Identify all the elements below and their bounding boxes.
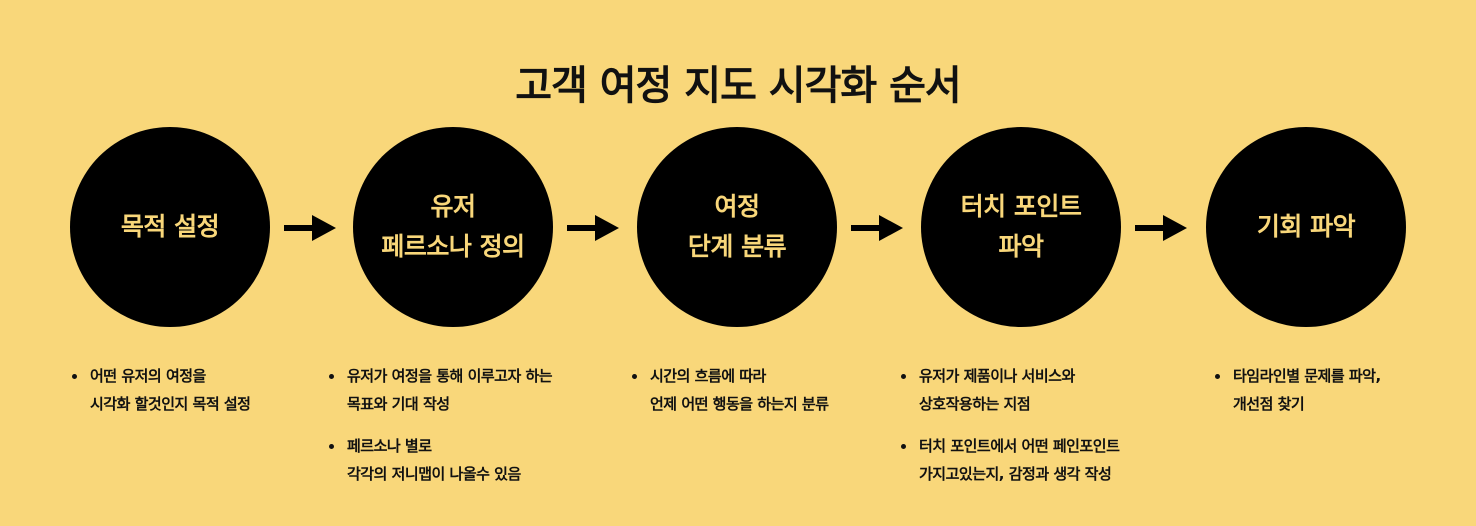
list-item: 유저가 제품이나 서비스와 상호작용하는 지점 xyxy=(899,362,1119,418)
description-line: 어떤 유저의 여정을 xyxy=(90,367,206,385)
step-5-description: 타임라인별 문제를 파악, 개선점 찾기 xyxy=(1213,362,1381,432)
step-2-circle: 유저 페르소나 정의 xyxy=(353,127,553,327)
arrow-right-icon xyxy=(1135,215,1187,241)
step-1-label: 목적 설정 xyxy=(120,207,220,247)
step-3-label-line-1: 여정 xyxy=(714,192,760,221)
step-3-circle: 여정 단계 분류 xyxy=(637,127,837,327)
list-item: 어떤 유저의 여정을 시각화 할것인지 목적 설정 xyxy=(70,362,251,418)
step-5-label: 기회 파악 xyxy=(1256,207,1356,247)
description-line: 터치 포인트에서 어떤 페인포인트 xyxy=(919,437,1120,455)
description-line: 가지고있는지, 감정과 생각 작성 xyxy=(919,465,1112,483)
step-4-label-line-2: 파악 xyxy=(998,232,1044,261)
description-line: 시간의 흐름에 따라 xyxy=(650,367,766,385)
step-5-circle: 기회 파악 xyxy=(1206,127,1406,327)
step-4-description: 유저가 제품이나 서비스와 상호작용하는 지점 터치 포인트에서 어떤 페인포인… xyxy=(899,362,1120,502)
description-line: 개선점 찾기 xyxy=(1233,395,1305,413)
step-1-label-line-1: 목적 설정 xyxy=(120,212,220,241)
step-3-label-line-2: 단계 분류 xyxy=(687,232,787,261)
step-2-label: 유저 페르소나 정의 xyxy=(381,187,525,267)
list-item: 타임라인별 문제를 파악, 개선점 찾기 xyxy=(1213,362,1381,418)
step-1-description: 어떤 유저의 여정을 시각화 할것인지 목적 설정 xyxy=(70,362,251,432)
step-1-circle: 목적 설정 xyxy=(70,127,270,327)
description-line: 타임라인별 문제를 파악, xyxy=(1233,367,1381,385)
step-4-label: 터치 포인트 파악 xyxy=(961,187,1082,267)
description-line: 페르소나 별로 xyxy=(347,437,432,455)
description-line: 각각의 저니맵이 나올수 있음 xyxy=(347,465,521,483)
description-line: 유저가 제품이나 서비스와 xyxy=(919,367,1075,385)
step-2-label-line-2: 페르소나 정의 xyxy=(381,232,525,261)
arrow-right-icon xyxy=(284,215,336,241)
description-line: 시각화 할것인지 목적 설정 xyxy=(90,395,251,413)
list-item: 시간의 흐름에 따라 언제 어떤 행동을 하는지 분류 xyxy=(630,362,829,418)
arrow-right-icon xyxy=(851,215,903,241)
step-3-description: 시간의 흐름에 따라 언제 어떤 행동을 하는지 분류 xyxy=(630,362,829,432)
page-title: 고객 여정 지도 시각화 순서 xyxy=(515,62,962,109)
description-line: 유저가 여정을 통해 이루고자 하는 xyxy=(347,367,553,385)
arrow-right-icon xyxy=(567,215,619,241)
list-item: 유저가 여정을 통해 이루고자 하는 목표와 기대 작성 xyxy=(327,362,553,418)
description-line: 목표와 기대 작성 xyxy=(347,395,450,413)
description-line: 상호작용하는 지점 xyxy=(919,395,1031,413)
step-3-label: 여정 단계 분류 xyxy=(687,187,787,267)
step-4-circle: 터치 포인트 파악 xyxy=(921,127,1121,327)
description-line: 언제 어떤 행동을 하는지 분류 xyxy=(650,395,829,413)
step-4-label-line-1: 터치 포인트 xyxy=(960,192,1082,221)
step-2-label-line-1: 유저 xyxy=(430,192,476,221)
step-5-label-line-1: 기회 파악 xyxy=(1256,212,1356,241)
list-item: 페르소나 별로 각각의 저니맵이 나올수 있음 xyxy=(327,432,552,488)
list-item: 터치 포인트에서 어떤 페인포인트 가지고있는지, 감정과 생각 작성 xyxy=(899,432,1120,488)
step-2-description: 유저가 여정을 통해 이루고자 하는 목표와 기대 작성 페르소나 별로 각각의… xyxy=(327,362,553,502)
